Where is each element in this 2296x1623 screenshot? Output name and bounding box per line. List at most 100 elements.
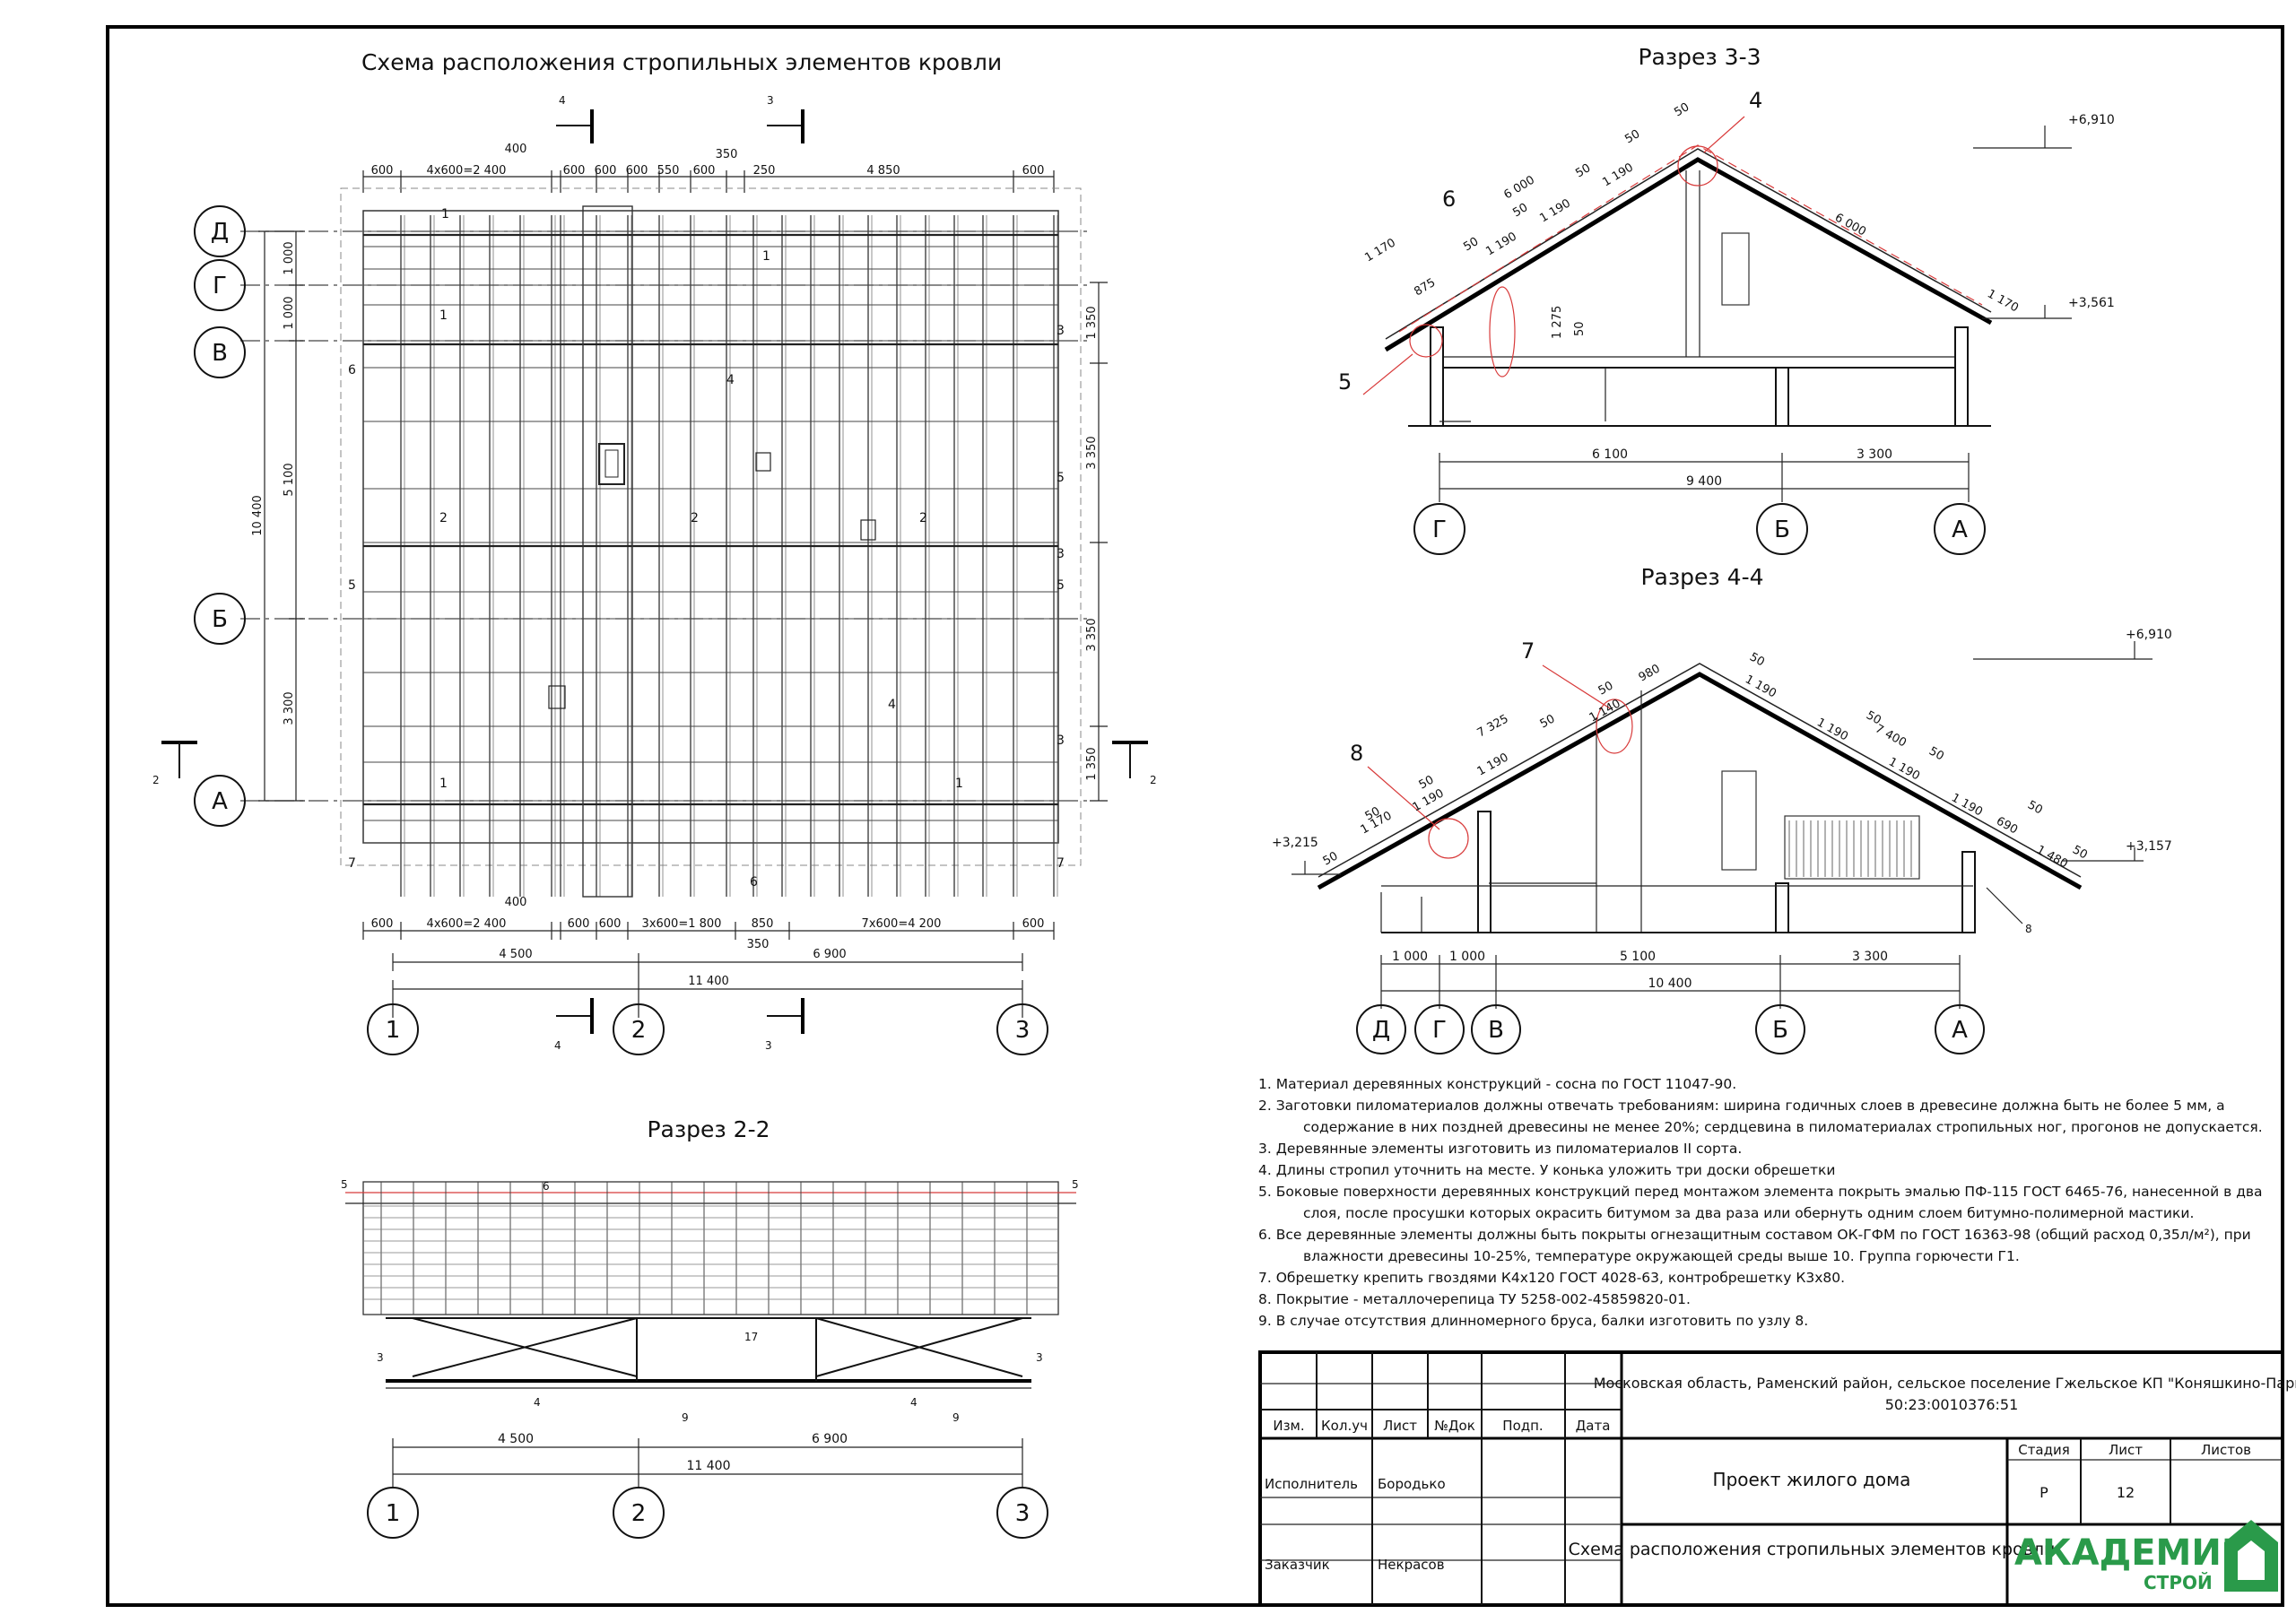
svg-text:Кол.уч: Кол.уч bbox=[1321, 1418, 1368, 1434]
svg-text:Изм.: Изм. bbox=[1273, 1418, 1304, 1434]
sheet-title: Схема расположения стропильных элементов… bbox=[1569, 1540, 2056, 1559]
svg-text:1 190: 1 190 bbox=[1743, 673, 1779, 700]
svg-text:№Док: №Док bbox=[1434, 1418, 1475, 1434]
plan-axes-numbers: 1 2 3 bbox=[367, 1003, 1048, 1055]
svg-text:4: 4 bbox=[554, 1039, 561, 1052]
dim-text: 600 bbox=[693, 164, 716, 178]
note-line: 7. Обрешетку крепить гвоздями К4х120 ГОС… bbox=[1258, 1270, 1845, 1286]
dim-text: 600 bbox=[371, 164, 394, 178]
elevation-mark: +3,561 bbox=[2068, 296, 2115, 310]
ridge-strip bbox=[582, 205, 633, 898]
svg-text:50: 50 bbox=[1573, 161, 1593, 180]
axis-label: Г bbox=[1432, 1017, 1447, 1044]
svg-text:3: 3 bbox=[377, 1351, 384, 1364]
dim-text: 850 bbox=[752, 917, 774, 931]
executor-name: Бородько bbox=[1378, 1476, 1446, 1492]
svg-text:5 100: 5 100 bbox=[283, 463, 296, 496]
note-line: 4. Длины стропил уточнить на месте. У ко… bbox=[1258, 1162, 1835, 1178]
dim-text: 3х600=1 800 bbox=[642, 917, 722, 931]
plan-left-dimensions: 1 000 1 000 5 100 3 300 10 400 bbox=[251, 230, 305, 802]
svg-text:1 000: 1 000 bbox=[283, 296, 296, 329]
svg-text:5: 5 bbox=[1057, 578, 1065, 593]
svg-text:3 300: 3 300 bbox=[1852, 950, 1888, 964]
svg-text:6: 6 bbox=[348, 363, 356, 378]
section-2-2-rafters bbox=[363, 1182, 1058, 1315]
section-3-3: Разрез 3-3 +6,910 +3,561 4 6 5 6 000 bbox=[1338, 44, 2115, 555]
svg-text:1: 1 bbox=[439, 308, 448, 323]
svg-text:50: 50 bbox=[2025, 798, 2045, 817]
svg-text:3: 3 bbox=[1057, 547, 1065, 561]
svg-text:50: 50 bbox=[1864, 708, 1883, 727]
svg-text:50: 50 bbox=[1538, 712, 1558, 731]
svg-text:3: 3 bbox=[1057, 733, 1065, 748]
svg-text:Подп.: Подп. bbox=[1502, 1418, 1543, 1434]
svg-text:10 400: 10 400 bbox=[251, 495, 265, 536]
callout: 4 bbox=[1749, 88, 1762, 113]
svg-text:50: 50 bbox=[1622, 127, 1642, 146]
note-line: содержание в них поздней древесины не ме… bbox=[1303, 1119, 2263, 1135]
svg-text:50: 50 bbox=[1926, 744, 1946, 763]
plan-title: Схема расположения стропильных элементов… bbox=[361, 49, 1002, 75]
axis-label: А bbox=[1952, 1017, 1968, 1044]
svg-text:1 190: 1 190 bbox=[1483, 230, 1519, 258]
svg-text:1 000: 1 000 bbox=[283, 241, 296, 274]
dim-text: 600 bbox=[563, 164, 586, 178]
stage-value: Р bbox=[2039, 1484, 2048, 1501]
svg-text:Дата: Дата bbox=[1576, 1418, 1611, 1434]
svg-text:6 000: 6 000 bbox=[1832, 211, 1868, 239]
note-line: 6. Все деревянные элементы должны быть п… bbox=[1258, 1227, 2251, 1243]
svg-text:1 190: 1 190 bbox=[1537, 196, 1573, 225]
plan-bottom-dimensions bbox=[362, 922, 1055, 1018]
svg-text:4 500: 4 500 bbox=[498, 1432, 534, 1446]
svg-text:50: 50 bbox=[1596, 679, 1616, 698]
roof-plan: Схема расположения стропильных элементов… bbox=[152, 49, 1157, 1055]
svg-text:3 300: 3 300 bbox=[283, 691, 296, 725]
svg-text:50: 50 bbox=[1363, 804, 1383, 823]
dim-text: 550 bbox=[657, 164, 680, 178]
plan-element-markers: 1 1 1 1 1 2 2 2 3 3 3 4 4 5 5 5 6 6 7 7 bbox=[348, 207, 1065, 890]
dim-text: 11 400 bbox=[688, 975, 729, 988]
rafters bbox=[400, 215, 1058, 897]
section-3-3-title: Разрез 3-3 bbox=[1638, 44, 1761, 70]
svg-text:5: 5 bbox=[1072, 1178, 1079, 1191]
svg-text:9: 9 bbox=[682, 1411, 689, 1424]
svg-text:4: 4 bbox=[534, 1396, 541, 1409]
svg-text:2: 2 bbox=[691, 511, 699, 525]
svg-text:АКАДЕМИК: АКАДЕМИК bbox=[2014, 1532, 2251, 1574]
note-line: 9. В случае отсутствия длинномерного бру… bbox=[1258, 1313, 1808, 1329]
svg-text:1 190: 1 190 bbox=[1886, 755, 1922, 783]
section-mark-2-left: 2 bbox=[152, 741, 197, 786]
svg-text:50: 50 bbox=[1747, 650, 1767, 669]
svg-text:50: 50 bbox=[1321, 849, 1341, 868]
svg-text:1 000: 1 000 bbox=[1392, 950, 1428, 964]
plan-axes-letters: Д Г В Б А bbox=[194, 205, 1090, 827]
dim-text: 4х600=2 400 bbox=[427, 164, 507, 178]
svg-text:9 400: 9 400 bbox=[1686, 474, 1722, 489]
svg-text:1 350: 1 350 bbox=[1085, 747, 1099, 780]
svg-text:50: 50 bbox=[1510, 201, 1530, 220]
dim-text: 7х600=4 200 bbox=[862, 917, 942, 931]
svg-text:1 190: 1 190 bbox=[1411, 786, 1447, 814]
section-mark-3-top: 3 bbox=[767, 94, 804, 143]
svg-text:4: 4 bbox=[559, 94, 566, 107]
sheet-value: 12 bbox=[2117, 1484, 2135, 1501]
svg-text:17: 17 bbox=[744, 1331, 758, 1343]
svg-text:1: 1 bbox=[441, 207, 449, 221]
callout: 8 bbox=[1350, 741, 1363, 766]
elevation-mark: +3,215 bbox=[1272, 836, 1318, 850]
svg-text:6: 6 bbox=[543, 1180, 550, 1193]
svg-text:8: 8 bbox=[2025, 923, 2032, 935]
dim-text: 250 bbox=[753, 164, 776, 178]
axis-label: 1 bbox=[386, 1500, 401, 1527]
svg-text:1: 1 bbox=[955, 777, 963, 791]
svg-text:690: 690 bbox=[1994, 814, 2020, 837]
svg-text:СТРОЙ: СТРОЙ bbox=[2144, 1572, 2213, 1593]
svg-text:2: 2 bbox=[919, 511, 927, 525]
section-2-2: Разрез 2-2 5 6 5 3 17 3 4 9 4 9 4 500 6 … bbox=[341, 1116, 1079, 1539]
svg-text:3: 3 bbox=[765, 1039, 772, 1052]
company-logo: АКАДЕМИК СТРОЙ bbox=[2014, 1520, 2278, 1593]
elevation-mark: +6,910 bbox=[2068, 113, 2115, 127]
axis-label: А bbox=[1952, 516, 1968, 543]
svg-text:9: 9 bbox=[952, 1411, 960, 1424]
axis-label: 1 bbox=[386, 1017, 401, 1044]
